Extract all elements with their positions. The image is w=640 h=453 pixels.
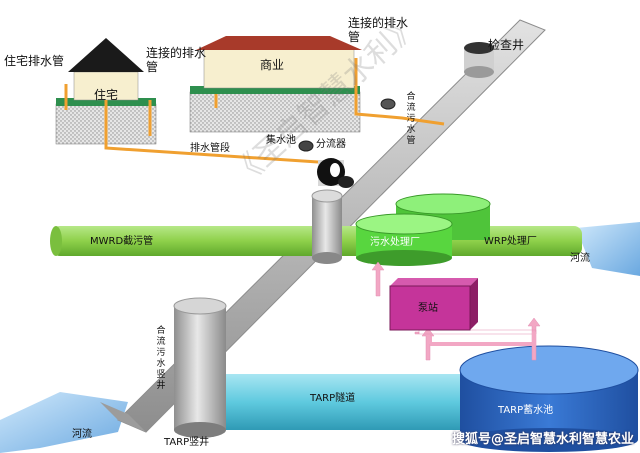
label-house: 住宅 [94,88,119,102]
combined-sewer-shaft [173,297,227,438]
collection-tank [298,140,314,152]
river-left [0,392,128,453]
label-sewage-plant: 污水处理厂 [370,237,420,248]
label-flow-divider: 分流器 [316,139,346,150]
label-commercial: 商业 [260,58,285,72]
commercial-building [189,36,362,133]
label-river-left: 河流 [72,429,92,440]
label-pump-station: 泵站 [418,303,438,314]
label-tarp-reservoir: TARP蓄水池 [498,405,554,416]
pump-station [389,278,478,331]
label-tarp-tunnel: TARP隧道 [310,393,356,404]
tarp-reservoir [459,345,639,452]
road-manhole [380,98,396,110]
label-connect-drain-left: 连接的排水管 [146,46,207,74]
inspection-well [464,42,494,78]
pump-return-line [428,332,536,346]
label-mwrd-interceptor: MWRD截污管 [90,236,154,247]
house-drain-pipes [64,58,445,164]
label-inspection-well: 检查井 [488,38,525,52]
label-river-right: 河流 [570,253,590,264]
label-collection-tank: 集水池 [266,135,296,146]
label-connect-drain-right: 连接的排水管 [348,16,409,44]
river-right [576,222,640,276]
label-combined-sewer-shaft: 合流污水竖井 [156,326,166,391]
label-wrp-plant: WRP处理厂 [484,236,537,247]
label-tarp-shaft: TARP竖井 [164,437,210,448]
sohu-watermark: 搜狐号@圣启智慧水利智慧农业 [451,432,634,447]
sewage-treatment-plant [355,193,491,266]
label-drain-pipe-segment: 排水管段 [190,143,230,154]
label-house-drain: 住宅排水管 [4,54,65,68]
flow-divider [317,158,354,188]
interceptor-shaft [311,189,343,264]
label-combined-sewer-top: 合流污水管 [406,92,416,146]
